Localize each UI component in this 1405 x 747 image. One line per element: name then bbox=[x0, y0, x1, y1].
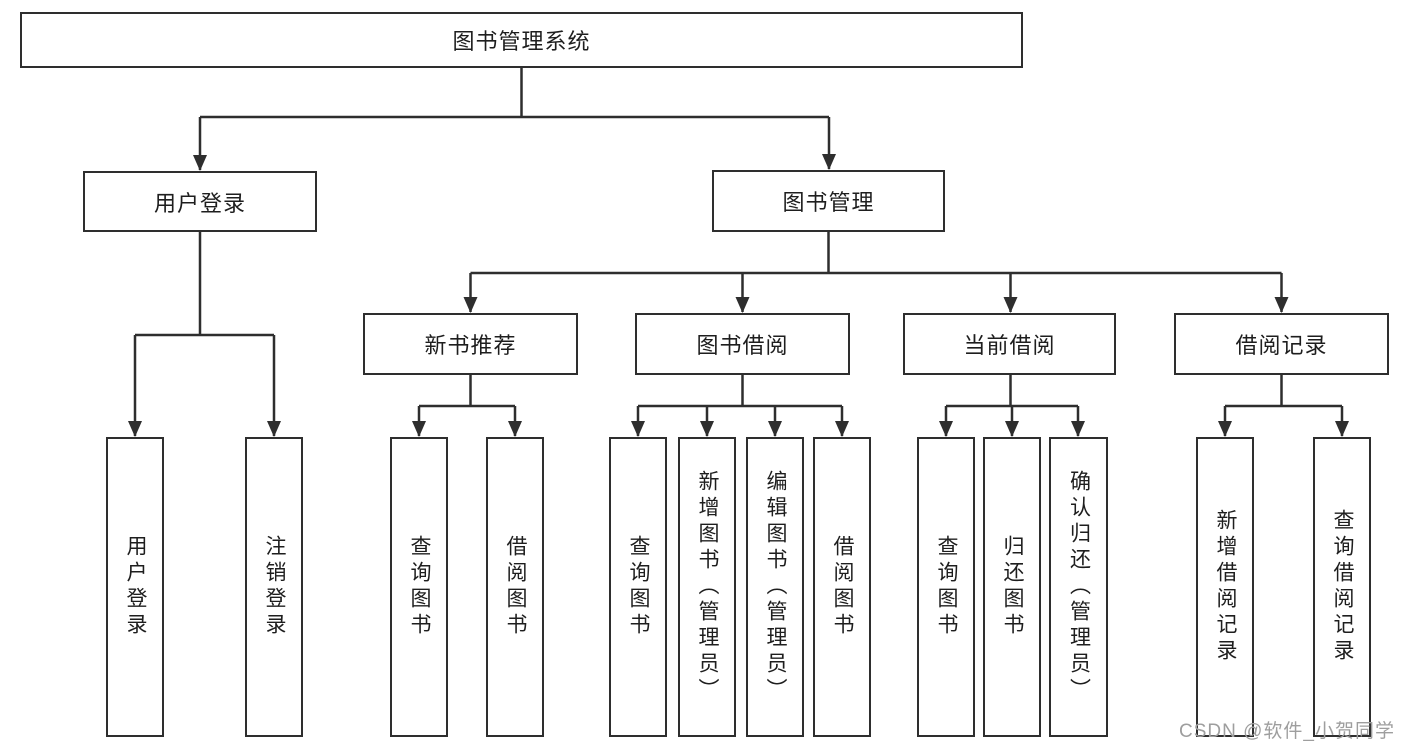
leaf-borrow-books-recommend: 借阅图书 bbox=[486, 437, 544, 737]
node-current-borrowing: 当前借阅 bbox=[903, 313, 1116, 375]
watermark: CSDN @软件_小贺同学 bbox=[1179, 721, 1395, 742]
leaf-query-borrow-record: 查询借阅记录 bbox=[1313, 437, 1371, 737]
leaf-query-books-current: 查询图书 bbox=[917, 437, 975, 737]
node-book-management: 图书管理 bbox=[712, 170, 945, 232]
leaf-add-books-admin: 新增图书（管理员） bbox=[678, 437, 736, 737]
leaf-confirm-return-admin: 确认归还（管理员） bbox=[1049, 437, 1108, 737]
node-user-login: 用户登录 bbox=[83, 171, 317, 232]
leaf-user-login: 用户登录 bbox=[106, 437, 164, 737]
node-borrowing-records: 借阅记录 bbox=[1174, 313, 1389, 375]
leaf-query-books-borrowing: 查询图书 bbox=[609, 437, 667, 737]
leaf-query-books-recommend: 查询图书 bbox=[390, 437, 448, 737]
leaf-logout: 注销登录 bbox=[245, 437, 303, 737]
leaf-borrow-books-borrowing: 借阅图书 bbox=[813, 437, 871, 737]
leaf-edit-books-admin: 编辑图书（管理员） bbox=[746, 437, 804, 737]
leaf-return-books: 归还图书 bbox=[983, 437, 1041, 737]
node-book-borrowing: 图书借阅 bbox=[635, 313, 850, 375]
arrowheads bbox=[128, 154, 1349, 437]
node-new-book-recommend: 新书推荐 bbox=[363, 313, 578, 375]
connector-paths bbox=[133, 68, 1344, 436]
node-root: 图书管理系统 bbox=[20, 12, 1023, 68]
leaf-add-borrow-record: 新增借阅记录 bbox=[1196, 437, 1254, 737]
